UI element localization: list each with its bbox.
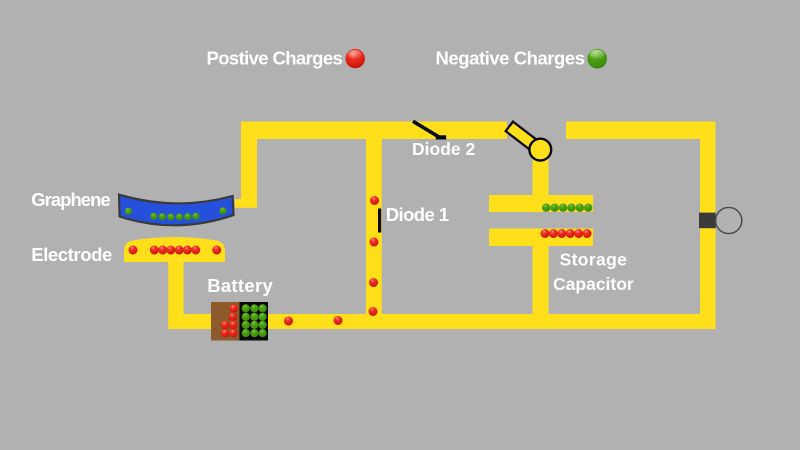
- svg-text:Graphene: Graphene: [31, 189, 110, 210]
- svg-text:Battery: Battery: [207, 275, 273, 296]
- svg-text:Capacitor: Capacitor: [553, 274, 634, 294]
- svg-text:Postive Charges: Postive Charges: [207, 48, 343, 69]
- svg-text:Negative Charges: Negative Charges: [436, 48, 585, 69]
- svg-text:Storage: Storage: [560, 250, 628, 270]
- svg-text:Diode 2: Diode 2: [412, 139, 475, 159]
- svg-text:Electrode: Electrode: [31, 244, 112, 265]
- svg-text:Diode 1: Diode 1: [386, 204, 449, 225]
